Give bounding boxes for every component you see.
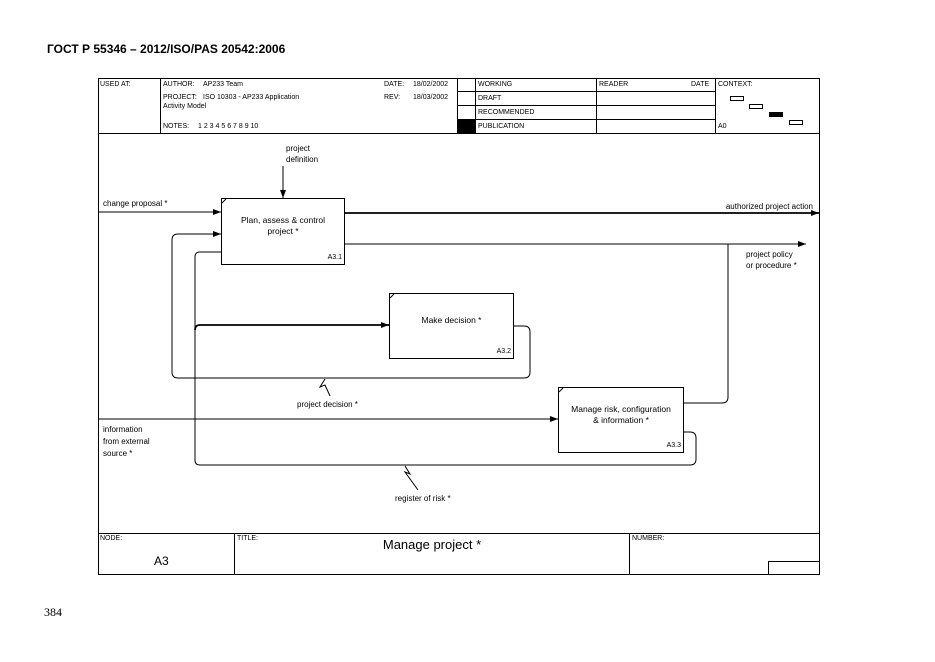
author-value: AP233 Team	[203, 81, 243, 88]
reader-date-label: DATE	[691, 81, 710, 88]
node-label: NODE:	[100, 535, 123, 542]
used-at-label: USED AT:	[100, 81, 131, 88]
project-policy-label-line2: or procedure *	[746, 261, 797, 270]
activity-box-a3-1	[221, 198, 345, 265]
activity-box-a3-2	[389, 293, 514, 359]
risk-output-to-policy	[684, 244, 729, 404]
date-value: 18/02/2002	[413, 81, 449, 88]
rev-value: 18/03/2002	[413, 94, 449, 101]
activity-a3-1-label-line1: Plan, assess & control	[240, 215, 326, 225]
activity-a3-1-label-line2: project *	[267, 226, 299, 236]
project-decision-feedback	[171, 231, 531, 379]
activity-a3-2-label: Make decision *	[421, 315, 482, 325]
diagram-frame	[98, 78, 820, 575]
plan-to-decision-arrow	[194, 251, 697, 466]
project-decision-label: project decision *	[297, 400, 358, 409]
context-label: CONTEXT:	[718, 81, 753, 88]
activity-a3-1-node: A3.1	[327, 254, 342, 261]
rev-label: REV:	[384, 94, 401, 101]
information-label-line3: source *	[103, 449, 133, 458]
footer-grid	[98, 533, 820, 575]
author-label: AUTHOR:	[163, 81, 195, 88]
project-definition-label-line2: definition	[286, 155, 319, 164]
reader-label: READER	[599, 81, 629, 88]
decision-input-arrow	[194, 322, 389, 331]
register-risk-squiggle	[403, 465, 419, 491]
date-label: DATE:	[384, 81, 405, 88]
activity-a3-3-node: A3.3	[666, 442, 681, 449]
project-definition-label-line1: project	[286, 144, 311, 153]
project-policy-label-line1: project policy	[746, 250, 793, 259]
project-decision-squiggle	[318, 378, 331, 397]
status-working: WORKING	[478, 81, 513, 88]
project-value-line1: ISO 10303 - AP233 Application	[203, 94, 300, 101]
register-of-risk-label: register of risk *	[395, 494, 451, 503]
status-publication: PUBLICATION	[478, 123, 525, 130]
notes-label: NOTES:	[163, 123, 190, 130]
title-label: TITLE:	[237, 535, 259, 542]
notes-value: 1 2 3 4 5 6 7 8 9 10	[198, 123, 259, 130]
information-label-line1: information	[103, 425, 143, 434]
context-node: A0	[718, 123, 727, 130]
activity-box-a3-3	[558, 387, 684, 453]
node-value: A3	[154, 554, 169, 568]
context-thumbnail	[730, 96, 803, 125]
activity-a3-2-node: A3.2	[496, 348, 511, 355]
project-label: PROJECT:	[163, 94, 197, 101]
diagram-title: Manage project *	[382, 537, 482, 552]
publication-status-marker	[458, 120, 475, 133]
header-grid	[98, 79, 820, 134]
authorized-project-action-label: authorized project action	[725, 202, 813, 211]
document-title: ГОСТ Р 55346 – 2012/ISO/PAS 20542:2006	[47, 42, 286, 56]
status-draft: DRAFT	[478, 95, 502, 102]
number-label: NUMBER:	[632, 535, 665, 542]
project-value-line2: Activity Model	[163, 103, 207, 110]
activity-a3-3-label-line2: & information *	[593, 415, 649, 425]
activity-a3-3-label-line1: Manage risk, configuration	[571, 404, 671, 414]
status-recommended: RECOMMENDED	[478, 109, 535, 116]
page-number: 384	[44, 605, 62, 619]
information-label-line2: from external	[103, 437, 150, 446]
change-proposal-label: change proposal *	[103, 199, 168, 208]
